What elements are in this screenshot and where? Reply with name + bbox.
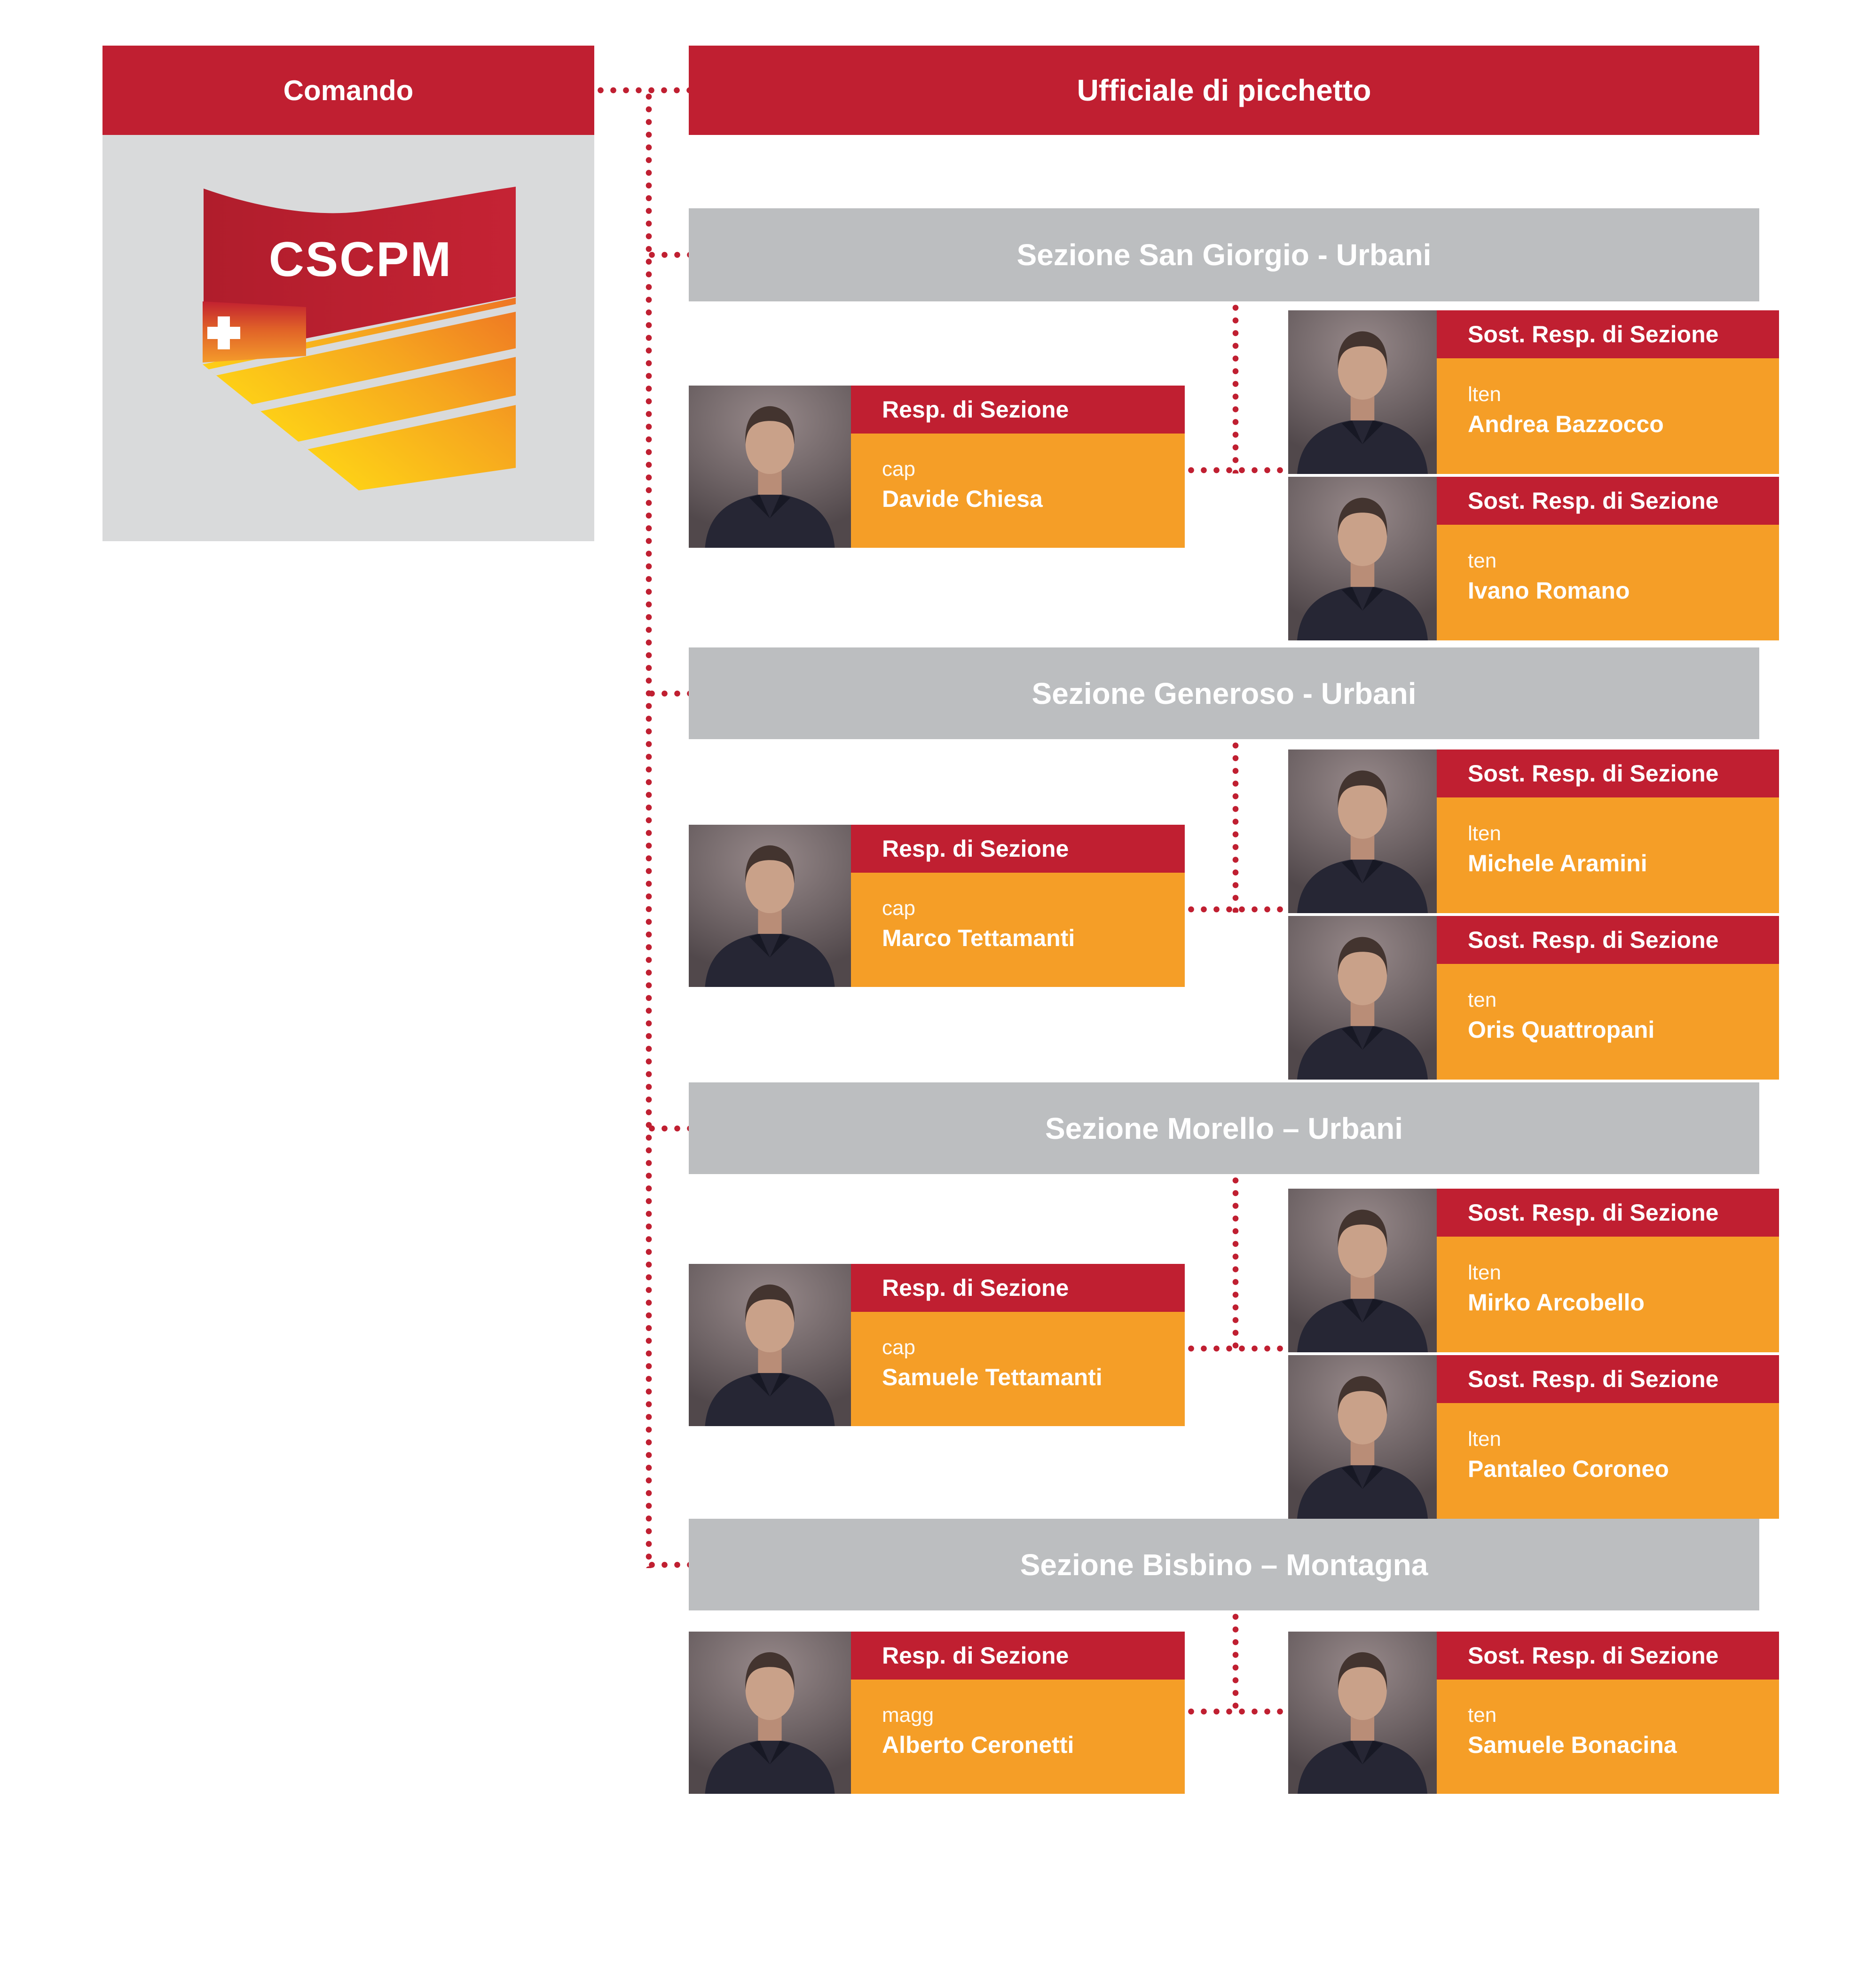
person-name: Pantaleo Coroneo	[1468, 1456, 1669, 1482]
rank-label: ten	[1468, 1703, 1497, 1727]
sost-card-san-giorgio-1: Sost. Resp. di Sezione lten Andrea Bazzo…	[1288, 310, 1779, 474]
portrait-photo	[1288, 1189, 1437, 1352]
rank-label: lten	[1468, 1428, 1501, 1451]
person-name: Oris Quattropani	[1468, 1017, 1655, 1043]
section-title: Sezione San Giorgio - Urbani	[1016, 238, 1432, 272]
portrait-photo	[689, 825, 851, 987]
connector-section2-horizontal	[1185, 906, 1288, 913]
card-role-title: Sost. Resp. di Sezione	[1437, 916, 1779, 964]
connector-main-vertical	[646, 90, 652, 1568]
card-role-title: Sost. Resp. di Sezione	[1437, 1632, 1779, 1680]
comando-title: Comando	[283, 74, 414, 106]
card-role-title: Sost. Resp. di Sezione	[1437, 310, 1779, 358]
connector-section1-vertical	[1232, 301, 1239, 473]
portrait-photo	[1288, 749, 1437, 913]
card-role-title: Sost. Resp. di Sezione	[1437, 1189, 1779, 1237]
connector-section1-horizontal	[1185, 467, 1288, 473]
connector-section2-vertical	[1232, 739, 1239, 913]
section-bar-bisbino: Sezione Bisbino – Montagna	[689, 1519, 1759, 1610]
picket-officer-title: Ufficiale di picchetto	[1077, 73, 1371, 107]
resp-card-morello: Resp. di Sezione cap Samuele Tettamanti	[689, 1264, 1185, 1426]
sost-card-generoso-2: Sost. Resp. di Sezione ten Oris Quattrop…	[1288, 916, 1779, 1080]
connector-stub-section-4	[646, 1562, 689, 1568]
rank-label: magg	[882, 1703, 934, 1727]
portrait-photo	[689, 1632, 851, 1794]
resp-card-bisbino: Resp. di Sezione magg Alberto Ceronetti	[689, 1632, 1185, 1794]
portrait-photo	[1288, 1355, 1437, 1519]
rank-label: ten	[1468, 549, 1497, 572]
person-name: Ivano Romano	[1468, 577, 1630, 604]
picket-officer-header: Ufficiale di picchetto	[689, 46, 1759, 135]
card-role-title: Resp. di Sezione	[851, 386, 1185, 434]
portrait-photo	[689, 386, 851, 548]
person-name: Marco Tettamanti	[882, 924, 1075, 951]
connector-comando-picket	[594, 87, 689, 94]
rank-label: lten	[1468, 383, 1501, 406]
section-title: Sezione Generoso - Urbani	[1031, 676, 1417, 710]
section-bar-generoso: Sezione Generoso - Urbani	[689, 647, 1759, 739]
sost-card-san-giorgio-2: Sost. Resp. di Sezione ten Ivano Romano	[1288, 477, 1779, 640]
connector-stub-section-2	[646, 690, 689, 697]
rank-label: cap	[882, 896, 915, 920]
connector-section4-vertical	[1232, 1610, 1239, 1715]
sost-card-morello-2: Sost. Resp. di Sezione lten Pantaleo Cor…	[1288, 1355, 1779, 1519]
portrait-photo	[1288, 1632, 1437, 1794]
card-role-title: Resp. di Sezione	[851, 1632, 1185, 1680]
card-role-title: Sost. Resp. di Sezione	[1437, 749, 1779, 797]
portrait-photo	[1288, 916, 1437, 1080]
portrait-photo	[689, 1264, 851, 1426]
cscpm-logo: CSCPM	[203, 187, 516, 490]
connector-stub-section-1	[646, 252, 689, 258]
rank-label: cap	[882, 457, 915, 481]
rank-label: ten	[1468, 988, 1497, 1011]
sost-card-morello-1: Sost. Resp. di Sezione lten Mirko Arcobe…	[1288, 1189, 1779, 1352]
sost-card-generoso-1: Sost. Resp. di Sezione lten Michele Aram…	[1288, 749, 1779, 913]
section-bar-morello: Sezione Morello – Urbani	[689, 1082, 1759, 1174]
person-name: Samuele Tettamanti	[882, 1364, 1102, 1390]
card-role-title: Sost. Resp. di Sezione	[1437, 1355, 1779, 1403]
rank-label: lten	[1468, 1261, 1501, 1284]
person-name: Alberto Ceronetti	[882, 1731, 1074, 1758]
connector-section3-vertical	[1232, 1174, 1239, 1352]
resp-card-generoso: Resp. di Sezione cap Marco Tettamanti	[689, 825, 1185, 987]
sost-card-bisbino-1: Sost. Resp. di Sezione ten Samuele Bonac…	[1288, 1632, 1779, 1794]
logo-text: CSCPM	[269, 232, 453, 287]
person-name: Mirko Arcobello	[1468, 1289, 1645, 1316]
portrait-photo	[1288, 310, 1437, 474]
section-title: Sezione Morello – Urbani	[1045, 1111, 1403, 1145]
rank-label: lten	[1468, 822, 1501, 845]
card-role-title: Resp. di Sezione	[851, 1264, 1185, 1312]
person-name: Samuele Bonacina	[1468, 1731, 1677, 1758]
rank-label: cap	[882, 1335, 915, 1359]
swiss-cross-icon	[207, 316, 240, 349]
connector-section4-horizontal	[1185, 1708, 1288, 1715]
person-name: Andrea Bazzocco	[1468, 411, 1664, 437]
connector-stub-section-3	[646, 1125, 689, 1132]
resp-card-san-giorgio: Resp. di Sezione cap Davide Chiesa	[689, 386, 1185, 548]
person-name: Michele Aramini	[1468, 850, 1647, 876]
section-bar-san-giorgio: Sezione San Giorgio - Urbani	[689, 208, 1759, 301]
section-title: Sezione Bisbino – Montagna	[1020, 1547, 1428, 1582]
person-name: Davide Chiesa	[882, 485, 1043, 512]
card-role-title: Resp. di Sezione	[851, 825, 1185, 873]
portrait-photo	[1288, 477, 1437, 640]
connector-section3-horizontal	[1185, 1345, 1288, 1352]
card-role-title: Sost. Resp. di Sezione	[1437, 477, 1779, 525]
comando-header: Comando	[102, 46, 594, 135]
